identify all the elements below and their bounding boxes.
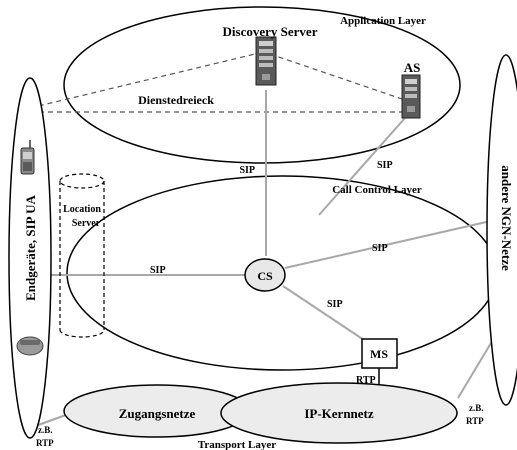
sip-label-ngn: SIP	[372, 243, 388, 254]
endgeraete-label: Endgeräte, SIP UA	[23, 194, 38, 300]
ms-label: MS	[370, 347, 388, 361]
dienstedreieck-label: Dienstedreieck	[138, 93, 214, 107]
rtp-label-left: RTP	[36, 438, 54, 448]
ms-node	[361, 338, 398, 369]
zb-label-right: z.B.	[469, 403, 484, 413]
location-server-label-2: Server	[72, 218, 101, 229]
sip-label-ms: SIP	[327, 299, 343, 310]
desk-phone-icon	[16, 336, 44, 356]
location-server-cylinder	[59, 173, 105, 338]
andere-ngn-label: andere NGN-Netze	[499, 165, 514, 271]
cs-node	[244, 258, 286, 292]
andere-ngn-ellipse	[486, 54, 517, 406]
application-layer-ellipse	[63, 6, 461, 164]
transport-layer-label: Transport Layer	[198, 439, 276, 450]
zugangsnetze-label: Zugangsnetze	[119, 406, 196, 421]
as-server-icon	[401, 74, 421, 119]
discovery-server-icon	[255, 36, 277, 86]
dienstedreieck-triangle	[29, 53, 406, 113]
sip-label-as: SIP	[377, 160, 393, 171]
cs-label: CS	[257, 269, 273, 283]
mobile-phone-icon	[20, 140, 35, 175]
ip-kernnetz-label: IP-Kernnetz	[304, 406, 374, 421]
zb-label-left: z.B.	[38, 425, 53, 435]
rtp-label-right: RTP	[466, 416, 484, 426]
application-layer-label: Application Layer	[340, 15, 426, 27]
discovery-server-label: Discovery Server	[223, 24, 318, 39]
as-label: AS	[404, 60, 421, 75]
ip-kernnetz-ellipse	[220, 382, 458, 444]
location-server-label-1: Location	[63, 204, 101, 215]
rtp-label-ms: RTP	[356, 375, 376, 386]
sip-label-endgeraete: SIP	[150, 265, 166, 276]
call-control-layer-label: Call Control Layer	[332, 184, 422, 196]
sip-label-discovery: SIP	[239, 165, 255, 176]
